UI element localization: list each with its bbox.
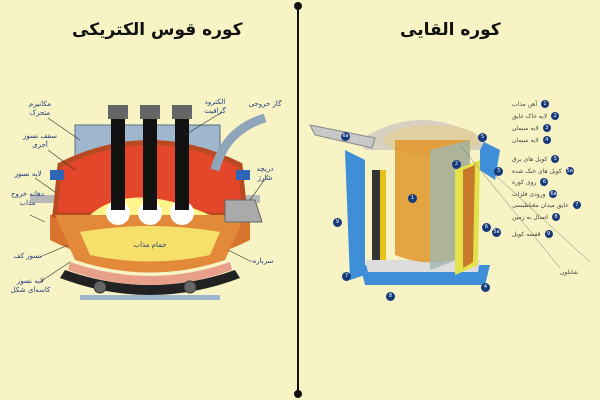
label-roof: سقف نسوز آجری <box>22 132 58 149</box>
label-tap-spout: دهانه خروج مذاب <box>11 190 44 207</box>
legend-label: عایق میدان مغناطیسی <box>512 201 569 209</box>
label-former: شابلون <box>560 269 579 276</box>
legend-number: 9 <box>544 230 553 238</box>
arc-furnace-title: کوره قوس الکتریکی <box>72 20 243 40</box>
legend-label: روی کوره <box>512 178 537 186</box>
legend-number: 2 <box>551 112 560 120</box>
marker-4: 4 <box>481 283 490 292</box>
legend-label: قفسه کویل <box>512 230 541 238</box>
marker-8: 8 <box>386 292 395 301</box>
legend-label: کویل های برق <box>512 155 548 163</box>
marker-6a: 6a <box>341 132 350 141</box>
legend-label: آهن مذاب <box>512 100 537 108</box>
marker-1: 1 <box>408 194 417 203</box>
marker-3: 3 <box>494 167 503 176</box>
label-exhaust-gas: گاز خروجی <box>248 100 282 108</box>
legend-number: 6a <box>549 190 558 198</box>
legend-number: 7 <box>572 201 581 209</box>
label-refractory-layer: لایه نسوز <box>14 170 42 178</box>
legend-label: کویل های خنک شده <box>512 167 562 175</box>
legend-number: 5 <box>551 155 560 163</box>
legend-label: لایه سیمان <box>512 124 539 132</box>
marker-2: 2 <box>452 160 461 169</box>
marker-6: 6 <box>482 223 491 232</box>
label-mechanism: مکانیزم متحرک <box>28 100 51 117</box>
legend-label: ورودی فلزات <box>512 190 546 198</box>
label-electrode: الکترود گرافیت <box>204 98 226 115</box>
divider-dot-bottom <box>294 390 302 398</box>
legend-label: اتصال به زمین <box>512 213 548 221</box>
marker-5a: 5a <box>492 228 501 237</box>
legend-label: لایه خاک عایق <box>512 112 548 120</box>
divider-line <box>297 6 299 394</box>
label-hearth: نسوز کف <box>13 252 42 260</box>
divider-dot-top <box>294 2 302 10</box>
marker-7: 7 <box>342 272 351 281</box>
label-molten-bath: حمام مذاب <box>133 241 167 249</box>
induction-furnace-title: کوره القایی <box>400 20 501 40</box>
legend-number: 1 <box>540 100 549 108</box>
label-bowl-layer: لایه نسوز کاسه‌ای شکل <box>10 277 51 294</box>
legend-number: 6 <box>540 178 549 186</box>
marker-5: 5 <box>478 133 487 142</box>
legend-number: 5a <box>565 167 574 175</box>
legend-number: 3 <box>542 124 551 132</box>
marker-9: 9 <box>333 218 342 227</box>
legend-number: 4 <box>542 136 551 144</box>
arc-furnace-diagram <box>29 105 269 300</box>
label-slag: سرباره <box>252 257 274 265</box>
legend-number: 8 <box>551 213 560 221</box>
legend-label: لایه سیمان <box>512 136 539 144</box>
label-charge-door: دریچه شارژ <box>256 165 274 182</box>
